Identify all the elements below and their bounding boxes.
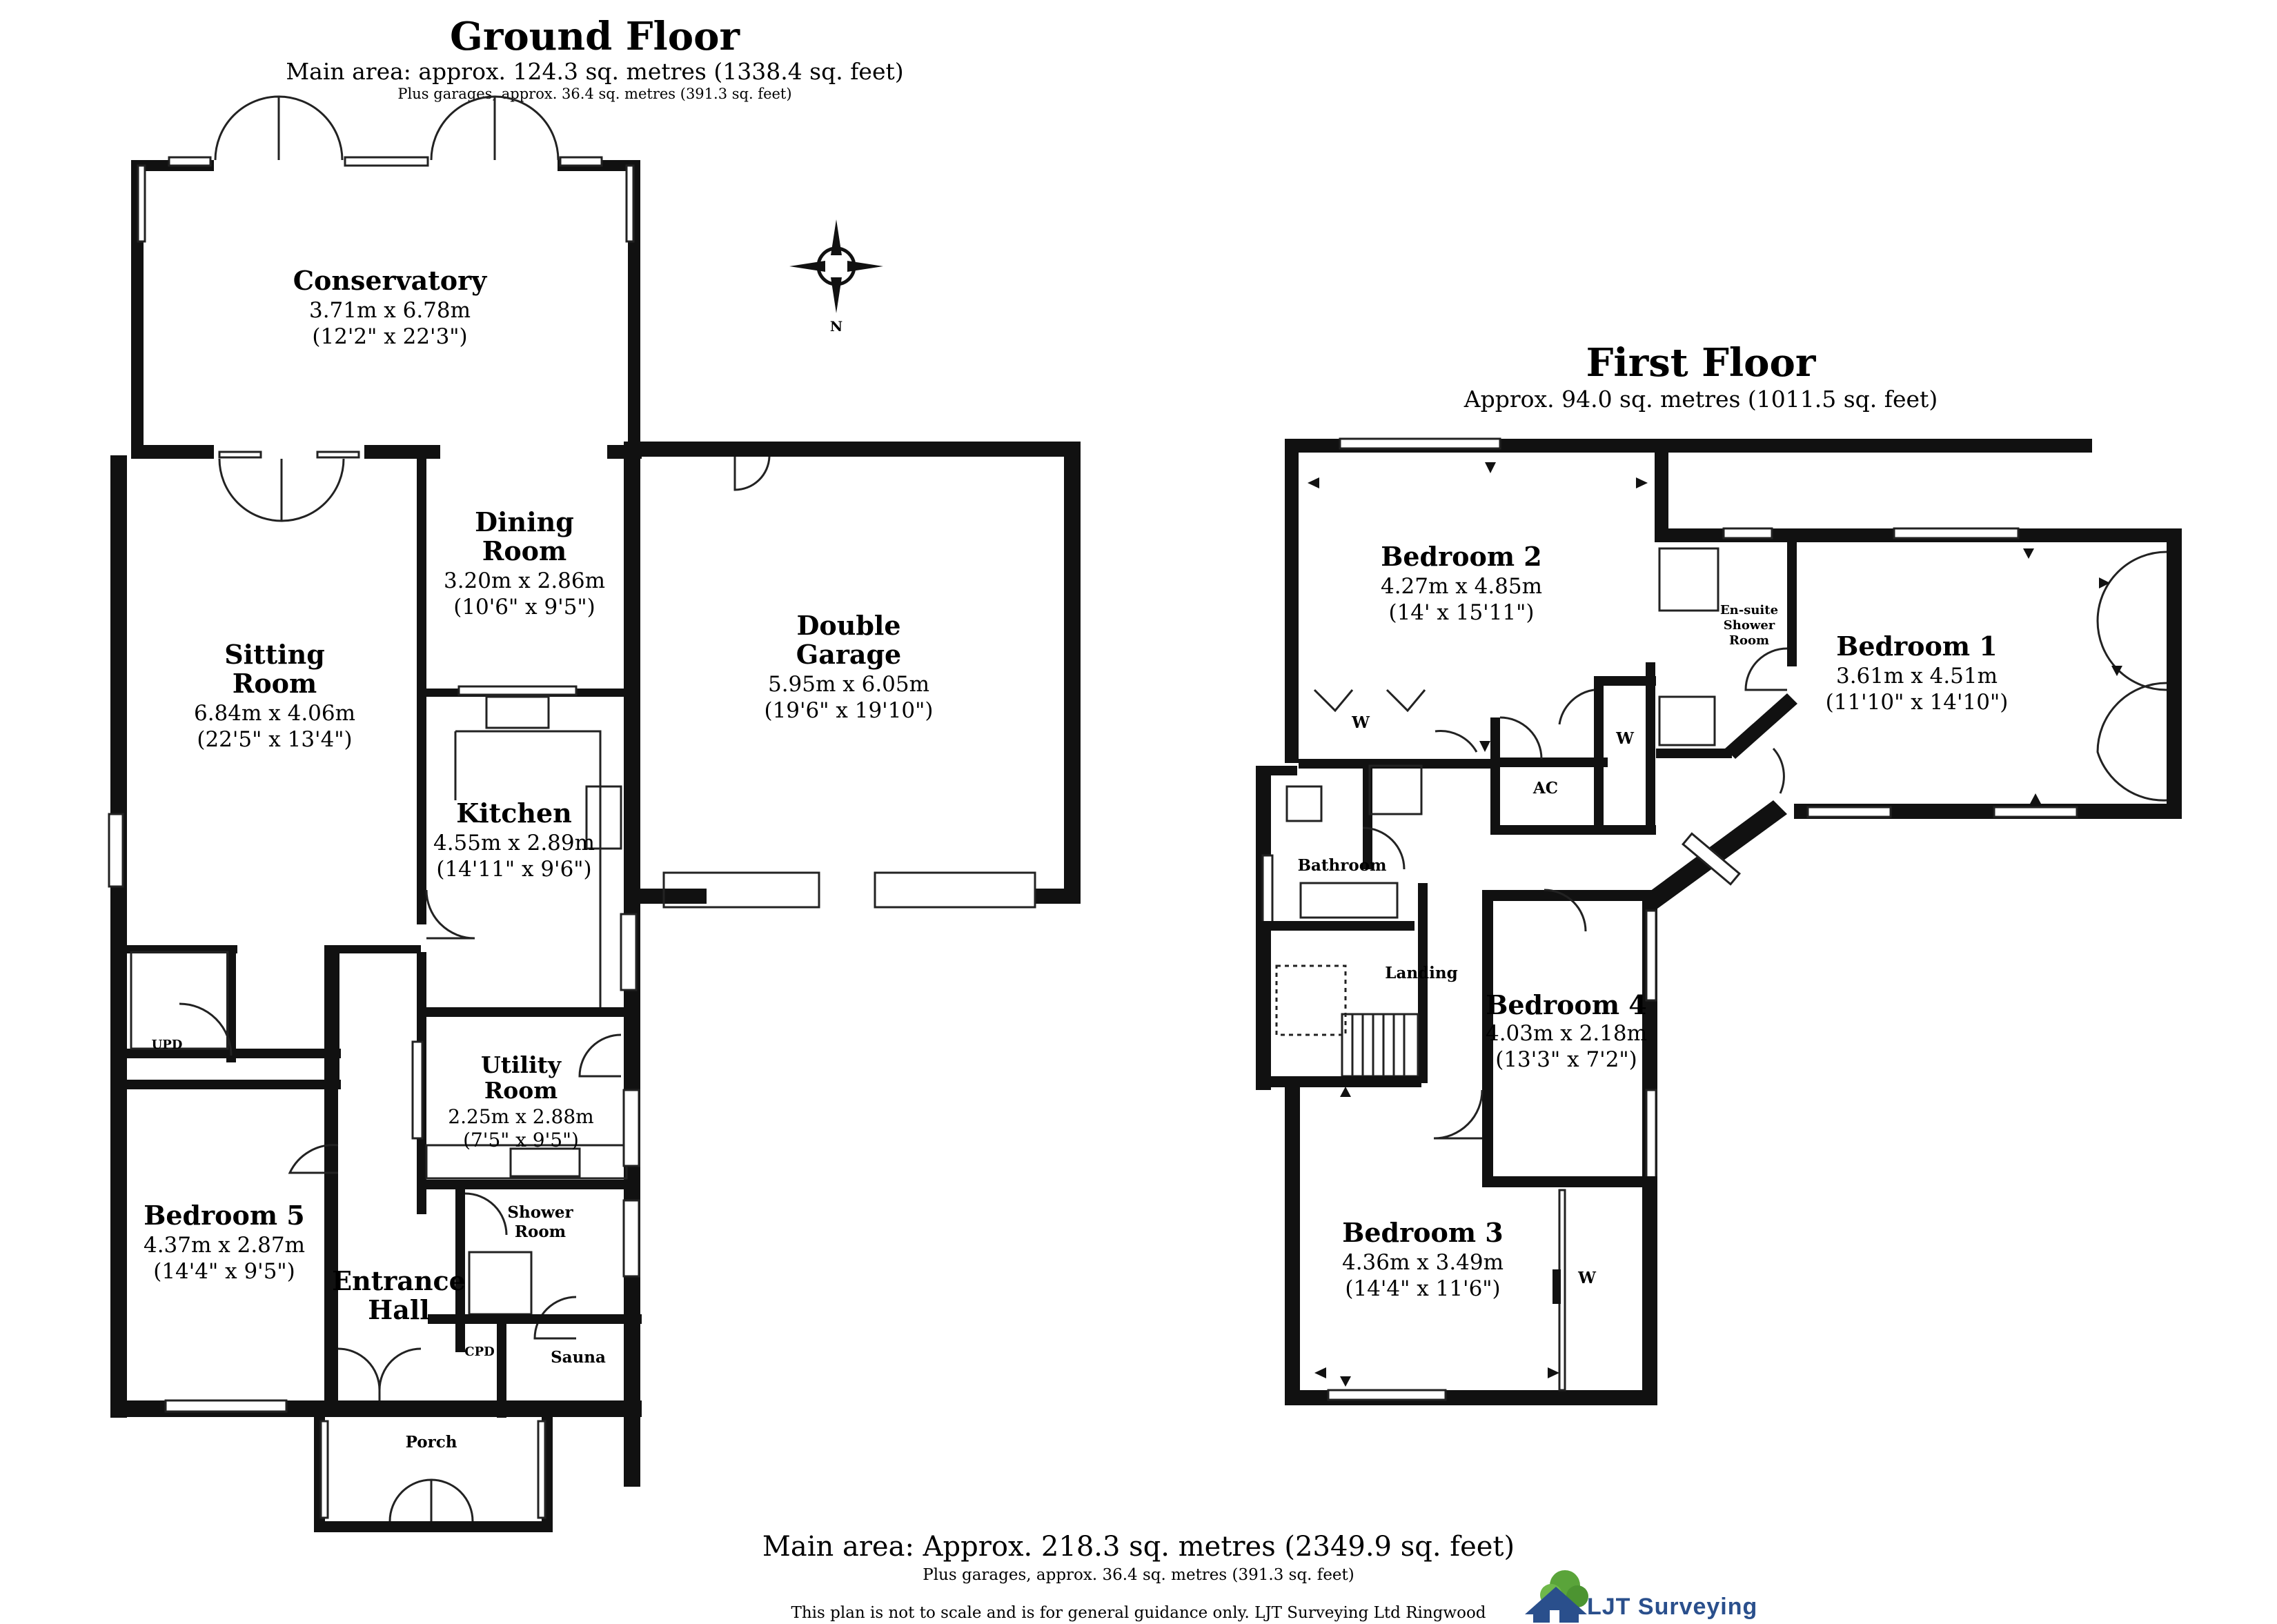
utility-name-1: Utility (481, 1051, 562, 1078)
garage-dim-ft: (19'6" x 19'10") (764, 698, 933, 723)
bedroom3-dim-m: 4.36m x 3.49m (1342, 1250, 1504, 1275)
sitting-name-1: Sitting (224, 639, 325, 670)
bathroom-name: Bathroom (1298, 856, 1387, 875)
utility-name-2: Room (484, 1077, 558, 1104)
bedroom4-dim-ft: (13'3" x 7'2") (1495, 1047, 1637, 1072)
wardrobe-bed3: W (1577, 1269, 1597, 1287)
house-leaf-icon (1525, 1570, 1588, 1623)
conservatory-name: Conservatory (293, 265, 487, 296)
first-floor-labels: Bedroom 2 4.27m x 4.85m (14' x 15'11") B… (1298, 541, 2009, 1301)
dining-name-2: Room (482, 535, 566, 566)
kitchen-dim-ft: (14'11" x 9'6") (436, 857, 591, 882)
ground-floor-garages: Plus garages, approx. 36.4 sq. metres (3… (397, 86, 791, 102)
bedroom1-dim-ft: (11'10" x 14'10") (1826, 690, 2009, 715)
kitchen-dim-m: 4.55m x 2.89m (433, 831, 595, 855)
shower-name-1: Shower (507, 1203, 573, 1222)
wardrobe-bed1: W (1615, 729, 1635, 748)
upd-name: UPD (152, 1038, 183, 1052)
ground-floor-labels: Conservatory 3.71m x 6.78m (12'2" x 22'3… (144, 265, 934, 1452)
ground-floor-walls (108, 95, 1081, 1532)
cpd-name: CPD (464, 1345, 494, 1359)
kitchen-name: Kitchen (456, 798, 572, 829)
bedroom3-dim-ft: (14'4" x 11'6") (1345, 1276, 1500, 1301)
bedroom2-name: Bedroom 2 (1381, 541, 1541, 572)
bedroom1-dim-m: 3.61m x 4.51m (1836, 664, 1998, 689)
conservatory-dim-ft: (12'2" x 22'3") (312, 324, 467, 349)
footer-main-area: Main area: Approx. 218.3 sq. metres (234… (762, 1531, 1515, 1563)
entrance-name-2: Hall (368, 1294, 429, 1325)
ensuite-name-2: Shower (1724, 618, 1775, 633)
porch-name: Porch (406, 1433, 457, 1452)
sitting-name-2: Room (233, 668, 317, 699)
shower-name-2: Room (515, 1222, 566, 1241)
garage-name-2: Garage (796, 639, 901, 670)
compass-icon: N (789, 219, 883, 335)
entrance-name-1: Entrance (332, 1265, 466, 1296)
dining-name-1: Dining (475, 506, 574, 537)
ac-name: AC (1532, 779, 1558, 798)
bedroom5-dim-m: 4.37m x 2.87m (144, 1233, 305, 1258)
utility-dim-ft: (7'5" x 9'5") (463, 1129, 579, 1151)
bedroom3-name: Bedroom 3 (1342, 1217, 1503, 1248)
bedroom4-name: Bedroom 4 (1486, 989, 1646, 1020)
sitting-dim-m: 6.84m x 4.06m (194, 701, 355, 726)
bedroom2-dim-ft: (14' x 15'11") (1388, 600, 1534, 625)
bedroom5-name: Bedroom 5 (144, 1200, 304, 1231)
footer-garages: Plus garages, approx. 36.4 sq. metres (3… (923, 1566, 1354, 1584)
bedroom5-dim-ft: (14'4" x 9'5") (153, 1259, 295, 1284)
first-floor-area: Approx. 94.0 sq. metres (1011.5 sq. feet… (1463, 386, 1938, 413)
first-floor-walls (1256, 437, 2182, 1405)
ensuite-name-1: En-suite (1720, 603, 1778, 617)
bedroom2-dim-m: 4.27m x 4.85m (1381, 574, 1542, 599)
dining-dim-ft: (10'6" x 9'5") (453, 595, 595, 620)
conservatory-dim-m: 3.71m x 6.78m (309, 298, 471, 323)
garage-name-1: Double (796, 610, 900, 641)
sitting-dim-ft: (22'5" x 13'4") (197, 727, 352, 752)
ground-floor-area: Main area: approx. 124.3 sq. metres (133… (286, 58, 903, 85)
direction-markers (1308, 462, 2122, 1387)
bedroom4-dim-m: 4.03m x 2.18m (1486, 1021, 1647, 1046)
logo-text: LJT Surveying (1587, 1594, 1757, 1620)
garage-dim-m: 5.95m x 6.05m (768, 672, 929, 697)
sauna-name: Sauna (551, 1348, 606, 1367)
wardrobe-bed2: W (1351, 713, 1370, 732)
utility-dim-m: 2.25m x 2.88m (448, 1105, 593, 1128)
footer-disclaimer: This plan is not to scale and is for gen… (791, 1604, 1486, 1622)
dining-dim-m: 3.20m x 2.86m (444, 568, 605, 593)
bedroom1-name: Bedroom 1 (1836, 631, 1997, 662)
ground-floor-title: Ground Floor (450, 14, 740, 59)
ensuite-name-3: Room (1729, 633, 1769, 648)
compass-north-label: N (830, 318, 842, 335)
landing-name: Landing (1385, 964, 1457, 982)
first-floor-title: First Floor (1586, 340, 1817, 386)
ljt-logo: LJT Surveying (1525, 1570, 1757, 1623)
